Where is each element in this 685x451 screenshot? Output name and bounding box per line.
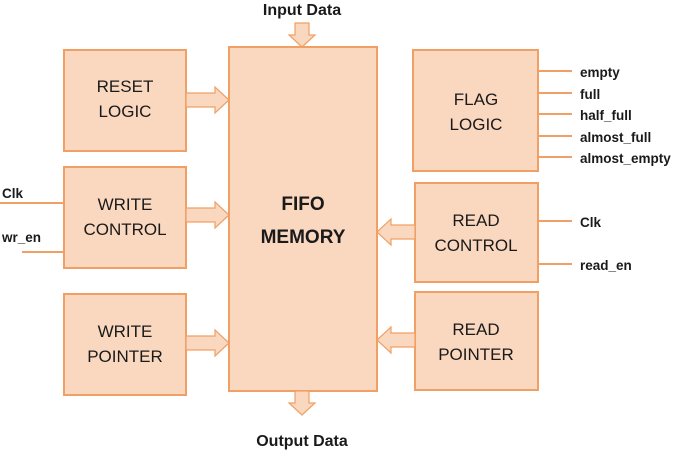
flag-almost-empty-label: almost_empty bbox=[580, 151, 671, 166]
reset-logic-block bbox=[63, 49, 187, 152]
read-en-label: read_en bbox=[580, 258, 632, 273]
write-pointer-line2: POINTER bbox=[87, 347, 163, 366]
read-pointer-block bbox=[414, 291, 539, 391]
write-pointer-arrow bbox=[185, 328, 230, 358]
read-control-line2: CONTROL bbox=[434, 236, 517, 255]
reset-logic-line2: LOGIC bbox=[99, 102, 152, 121]
flag-empty-label: empty bbox=[580, 65, 620, 80]
write-control-arrow bbox=[185, 200, 230, 230]
fifo-label-line1: FIFO bbox=[281, 194, 324, 215]
flag-full-label: full bbox=[580, 87, 600, 102]
reset-arrow bbox=[185, 85, 230, 115]
read-clk-label: Clk bbox=[580, 215, 602, 230]
write-control-line2: CONTROL bbox=[83, 220, 166, 239]
write-clk-label: Clk bbox=[2, 186, 24, 201]
read-pointer-line2: POINTER bbox=[438, 345, 514, 364]
write-control-line1: WRITE bbox=[98, 195, 153, 214]
flag-logic-line2: LOGIC bbox=[450, 115, 503, 134]
flag-logic-block bbox=[412, 49, 539, 172]
fifo-label-line2: MEMORY bbox=[261, 227, 346, 248]
write-control-block bbox=[63, 166, 187, 269]
read-pointer-line1: READ bbox=[452, 320, 499, 339]
input-data-label: Input Data bbox=[263, 2, 341, 19]
output-data-label: Output Data bbox=[256, 433, 348, 450]
read-control-block bbox=[414, 182, 539, 283]
flag-almost-full-label: almost_full bbox=[580, 130, 651, 145]
output-arrow bbox=[287, 390, 317, 416]
read-control-line1: READ bbox=[452, 211, 499, 230]
write-pointer-block bbox=[63, 293, 187, 396]
write-pointer-line1: WRITE bbox=[98, 322, 153, 341]
flag-half-full-label: half_full bbox=[580, 108, 632, 123]
write-wren-label: wr_en bbox=[1, 230, 41, 245]
reset-logic-line1: RESET bbox=[97, 77, 154, 96]
input-arrow bbox=[287, 22, 317, 48]
read-pointer-arrow bbox=[376, 325, 416, 355]
fifo-memory-block bbox=[228, 46, 378, 392]
flag-logic-line1: FLAG bbox=[454, 90, 498, 109]
read-control-arrow bbox=[376, 217, 416, 247]
